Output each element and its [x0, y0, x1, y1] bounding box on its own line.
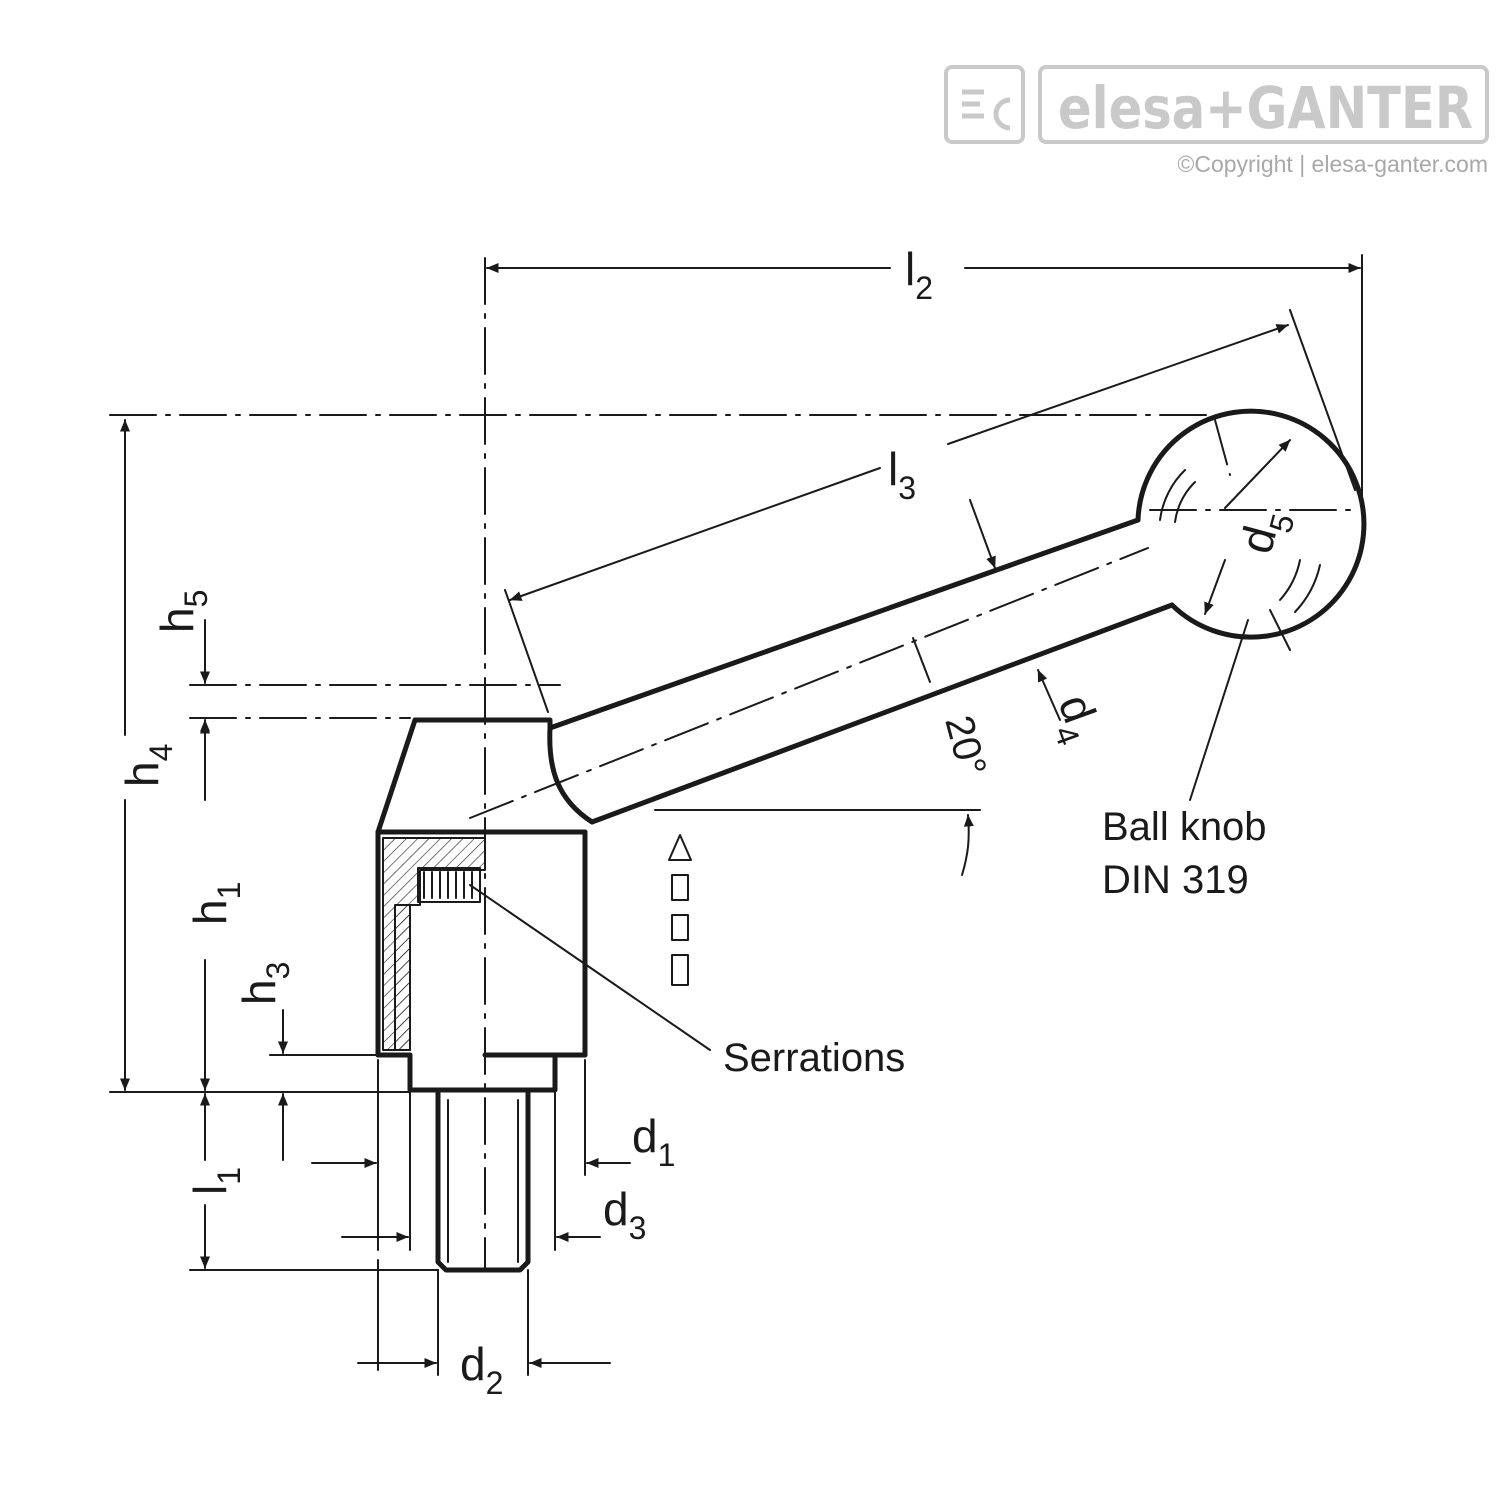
ball-knob-label: Ball knob: [1102, 805, 1267, 849]
dim-d5: d5: [1229, 503, 1301, 561]
dim-l3: l3: [888, 443, 916, 506]
lever-handle-body: [375, 408, 1367, 1273]
thread-lines: [447, 1099, 519, 1263]
copyright-text: ©Copyright | elesa-ganter.com: [1177, 151, 1488, 177]
serrations-section: [382, 837, 486, 1051]
dim-h1: h1: [184, 882, 247, 925]
dim-l2: l2: [905, 243, 933, 306]
dim-h3: h3: [233, 962, 296, 1005]
ball-knob-din-label: DIN 319: [1102, 858, 1249, 902]
dim-d2: d2: [460, 1338, 503, 1401]
assembly-direction-arrow: [668, 834, 692, 986]
knob-shading: [1159, 469, 1321, 613]
logo-brand-text: elesa+GANTER: [1058, 74, 1473, 142]
dim-h5: h5: [151, 590, 214, 633]
serrations-label: Serrations: [723, 1036, 905, 1080]
elesa-ganter-logo: elesa+GANTER: [944, 65, 1489, 144]
dim-h4: h4: [116, 744, 179, 787]
dim-d1: d1: [632, 1110, 675, 1173]
dimension-lines: [109, 254, 1363, 1376]
dim-l1: l1: [184, 1167, 247, 1195]
callout-labels: Ball knob DIN 319 Serrations: [723, 805, 1267, 1080]
angle-label: 20°: [936, 711, 994, 781]
dim-d3: d3: [603, 1183, 646, 1246]
center-lines: [109, 257, 1361, 1271]
